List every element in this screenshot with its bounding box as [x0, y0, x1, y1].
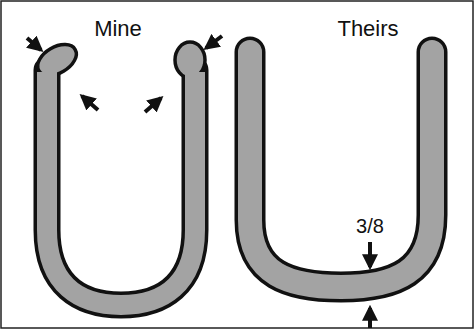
heading-label: Theirs: [337, 18, 398, 40]
pointer-arrows: [27, 36, 370, 328]
dimension-label: 3/8: [356, 216, 384, 236]
theirs-horseshoe: [250, 52, 432, 287]
heading-label: Mine: [94, 18, 142, 40]
mine-horseshoe: [32, 38, 205, 305]
